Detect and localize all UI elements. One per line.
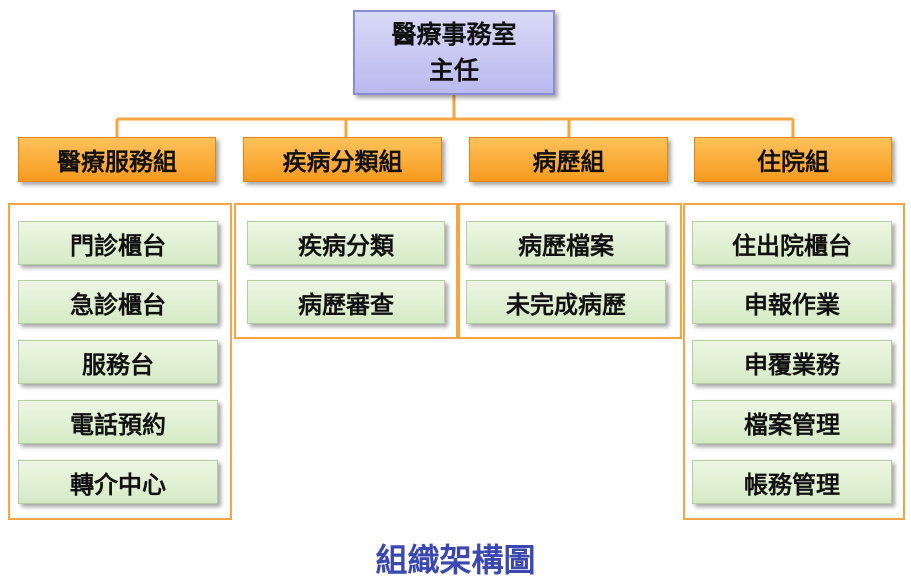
group-header-disease-classification: 疾病分類組 (243, 137, 442, 182)
diagram-caption: 組織架構圖 (375, 541, 536, 579)
org-node-label: 疾病分類 (298, 231, 394, 260)
org-node: 帳務管理 (692, 460, 892, 504)
org-node: 病歷審查 (247, 280, 445, 324)
org-node-label: 轉介中心 (70, 470, 166, 499)
org-node-label: 服務台 (82, 350, 154, 379)
org-node: 疾病分類 (247, 221, 445, 265)
org-node-label: 病歷審查 (298, 290, 394, 319)
group-title: 疾病分類組 (282, 148, 403, 176)
org-node-label: 電話預約 (70, 410, 166, 439)
org-node: 電話預約 (18, 400, 218, 444)
org-node-label: 帳務管理 (744, 470, 840, 499)
org-node: 轉介中心 (18, 460, 218, 504)
org-node: 門診櫃台 (18, 221, 218, 265)
org-node-label: 住出院櫃台 (732, 231, 852, 260)
org-node: 申報作業 (692, 280, 892, 324)
group-header-inpatient: 住院組 (694, 137, 892, 182)
org-node-label: 申覆業務 (744, 350, 840, 379)
org-node-label: 病歷檔案 (518, 231, 614, 260)
director-box: 醫療事務室 主任 (353, 10, 555, 95)
group-title: 病歷組 (532, 148, 605, 176)
group-header-medical-service: 醫療服務組 (18, 137, 216, 182)
group-header-medical-records: 病歷組 (469, 137, 668, 182)
group-frame-disease-classification (234, 203, 458, 339)
group-title: 住院組 (757, 148, 829, 176)
group-frame-inpatient (683, 203, 905, 520)
director-office-label: 醫療事務室 (391, 19, 517, 49)
org-node: 病歷檔案 (466, 221, 666, 265)
org-node: 申覆業務 (692, 340, 892, 384)
group-frame-medical-records (458, 203, 682, 339)
org-node: 未完成病歷 (466, 280, 666, 324)
group-title: 醫療服務組 (57, 148, 177, 176)
group-frame-medical-service (8, 203, 232, 520)
org-node-label: 申報作業 (744, 290, 840, 319)
org-node: 急診櫃台 (18, 280, 218, 324)
org-node-label: 急診櫃台 (70, 290, 166, 319)
org-node: 住出院櫃台 (692, 221, 892, 265)
org-node-label: 未完成病歷 (506, 290, 626, 319)
director-title-label: 主任 (428, 55, 479, 85)
org-node: 檔案管理 (692, 400, 892, 444)
org-node-label: 檔案管理 (744, 410, 840, 439)
org-node: 服務台 (18, 340, 218, 384)
org-node-label: 門診櫃台 (70, 231, 166, 260)
